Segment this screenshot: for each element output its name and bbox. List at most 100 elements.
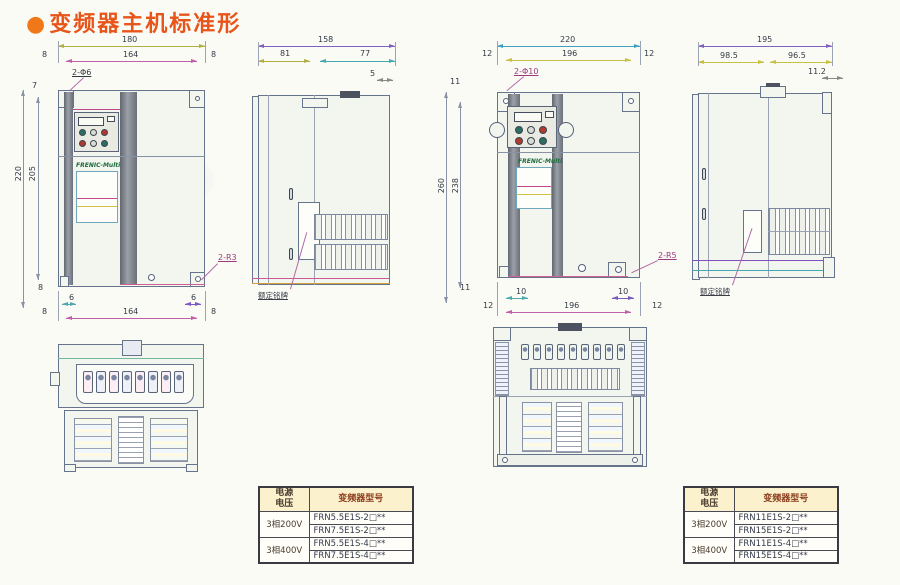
header-line: 电压 (275, 499, 294, 510)
terminal (148, 371, 158, 393)
mounting-hole (615, 266, 622, 273)
base-bar (497, 454, 643, 466)
top-detail (302, 98, 328, 108)
corner-callout: 2-R3 (218, 253, 237, 262)
heatsink-rail (120, 92, 137, 285)
fin-divider (768, 231, 830, 232)
corner-callout: 2-R5 (658, 251, 677, 260)
accent-line (517, 194, 551, 195)
vent-slats (74, 418, 112, 462)
nameplate (743, 210, 762, 253)
accent-line (252, 278, 390, 279)
dim-line (497, 44, 640, 48)
accent-line (73, 109, 120, 110)
dim-label: 7 (32, 81, 38, 90)
ext-line (640, 282, 641, 316)
voltage-cell: 3相400V (683, 536, 735, 564)
ext-line (832, 42, 833, 66)
dim-label: 12 (482, 49, 493, 58)
terminal (533, 344, 541, 360)
dim-label: 196 (564, 301, 580, 310)
table-row: 3相400V FRN5.5E1S-4□** (258, 536, 414, 564)
keypad (74, 112, 119, 152)
terminal (521, 344, 529, 360)
terminal (96, 371, 106, 393)
dim-label: 8 (211, 307, 217, 316)
corner-tab (629, 327, 647, 341)
dim-line (377, 78, 393, 82)
ext-line (640, 41, 641, 65)
dim-label: 238 (451, 178, 460, 194)
keypad-button (79, 129, 86, 136)
section-line (708, 93, 709, 278)
hole-callout: 2-Φ6 (72, 68, 92, 77)
screw (578, 264, 586, 272)
leg (633, 396, 641, 460)
dim-label: 158 (318, 35, 334, 44)
terminal (617, 344, 625, 360)
dim-line (698, 44, 832, 48)
side-view-small: 158 81 77 5 额定铭牌 (244, 36, 416, 338)
accent-line (120, 284, 205, 285)
top-detail (760, 86, 786, 98)
table-row: 3相200V FRN5.5E1S-2□** (258, 510, 414, 538)
terminal (545, 344, 553, 360)
dim-line (21, 90, 25, 308)
screw (148, 274, 155, 281)
ext-line (497, 282, 498, 316)
side-rail-hatch (631, 342, 645, 396)
dim-label: 5 (370, 69, 376, 78)
keypad-button (539, 137, 547, 145)
heatsink-rail (64, 92, 73, 285)
terminal (109, 371, 119, 393)
terminal (557, 344, 565, 360)
clamp-ear (489, 122, 505, 138)
side-rail-hatch (495, 342, 509, 396)
dim-line (612, 296, 634, 300)
table-header-row: 电源电压 变频器型号 (258, 486, 414, 512)
dim-label: 180 (122, 35, 138, 44)
dim-label: 205 (28, 166, 37, 182)
dim-label: 196 (562, 49, 578, 58)
dim-label: 10 (516, 287, 527, 296)
dim-line (258, 59, 310, 63)
clamp-ear (558, 122, 574, 138)
model-cell: FRN15E1S-2□** (733, 523, 839, 538)
terminal (593, 344, 601, 360)
dim-line (36, 97, 40, 280)
dim-label: 220 (560, 35, 576, 44)
dim-label: 11 (450, 77, 461, 86)
corner-tab (493, 327, 511, 341)
table-row: FRN7.5E1S-4□** (259, 549, 414, 564)
dim-label: 8 (42, 307, 48, 316)
bullet-icon: ● (26, 12, 48, 37)
accent-line (692, 270, 832, 271)
voltage-cell: 3相400V (258, 536, 310, 564)
heatsink-rail (552, 94, 563, 276)
top-handle (766, 83, 780, 87)
table-row: 3相400V FRN11E1S-4□** (683, 536, 839, 564)
dim-label: 6 (69, 293, 75, 302)
section-line (268, 95, 269, 285)
model-column-header: 变频器型号 (733, 486, 839, 512)
dim-line (458, 102, 462, 288)
front-view-small: 180 8 164 8 2-Φ6 7 220 205 (14, 36, 256, 338)
panel-divider (58, 156, 205, 157)
dim-line (506, 58, 631, 62)
keypad-button (527, 137, 535, 145)
keypad-button (90, 140, 97, 147)
dim-label: 6 (191, 293, 197, 302)
hole-callout: 2-Φ10 (514, 67, 539, 76)
keypad-button (101, 140, 108, 147)
dim-line (506, 310, 631, 314)
terminal (122, 371, 132, 393)
cooling-fins (314, 214, 388, 240)
dim-label: 12 (652, 301, 663, 310)
voltage-cell: 3相200V (683, 510, 735, 538)
ext-line (58, 291, 59, 321)
model-table-small: 电源电压 变频器型号 3相200V FRN5.5E1S-2□** FRN7.5E… (258, 486, 414, 564)
keypad-button (79, 140, 86, 147)
accent-line (508, 276, 628, 277)
section-line (768, 93, 769, 278)
foot (186, 464, 198, 472)
